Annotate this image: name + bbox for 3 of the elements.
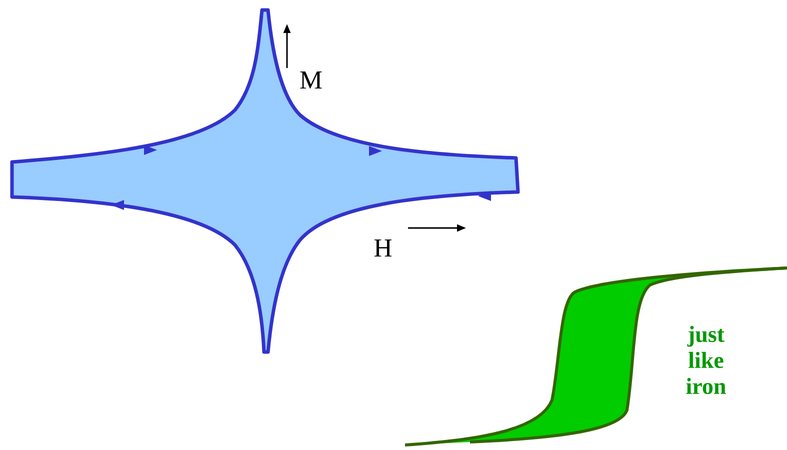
note-text: just like iron — [686, 326, 726, 394]
axis-label: M — [300, 71, 322, 89]
axis-label: H — [374, 239, 392, 257]
